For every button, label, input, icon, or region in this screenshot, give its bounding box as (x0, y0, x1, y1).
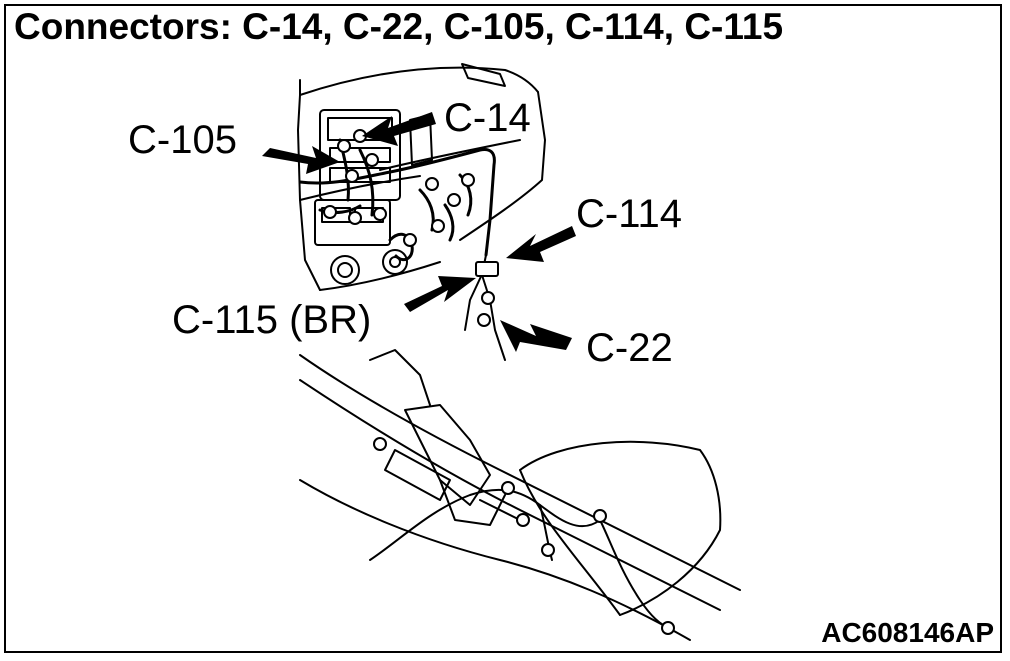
arrow-c114 (506, 226, 576, 262)
figure-id: AC608146AP (821, 617, 994, 648)
arrow-c105 (262, 146, 340, 174)
arrow-c14 (362, 112, 436, 146)
page-title: Connectors: C-14, C-22, C-105, C-114, C-… (14, 6, 784, 47)
console-connectors (373, 437, 675, 635)
diagram-frame (4, 4, 1002, 653)
label-c115: C-115 (BR) (172, 298, 372, 342)
callout-arrows (262, 112, 576, 352)
label-c22: C-22 (586, 326, 673, 370)
arrow-c22 (500, 320, 572, 352)
drop-connectors (475, 261, 499, 327)
floor-console (299, 349, 741, 641)
label-c105: C-105 (128, 118, 237, 162)
label-c14: C-14 (444, 96, 531, 140)
label-c114: C-114 (576, 192, 682, 236)
arrow-c115 (404, 276, 476, 312)
dash-connectors (323, 129, 475, 247)
